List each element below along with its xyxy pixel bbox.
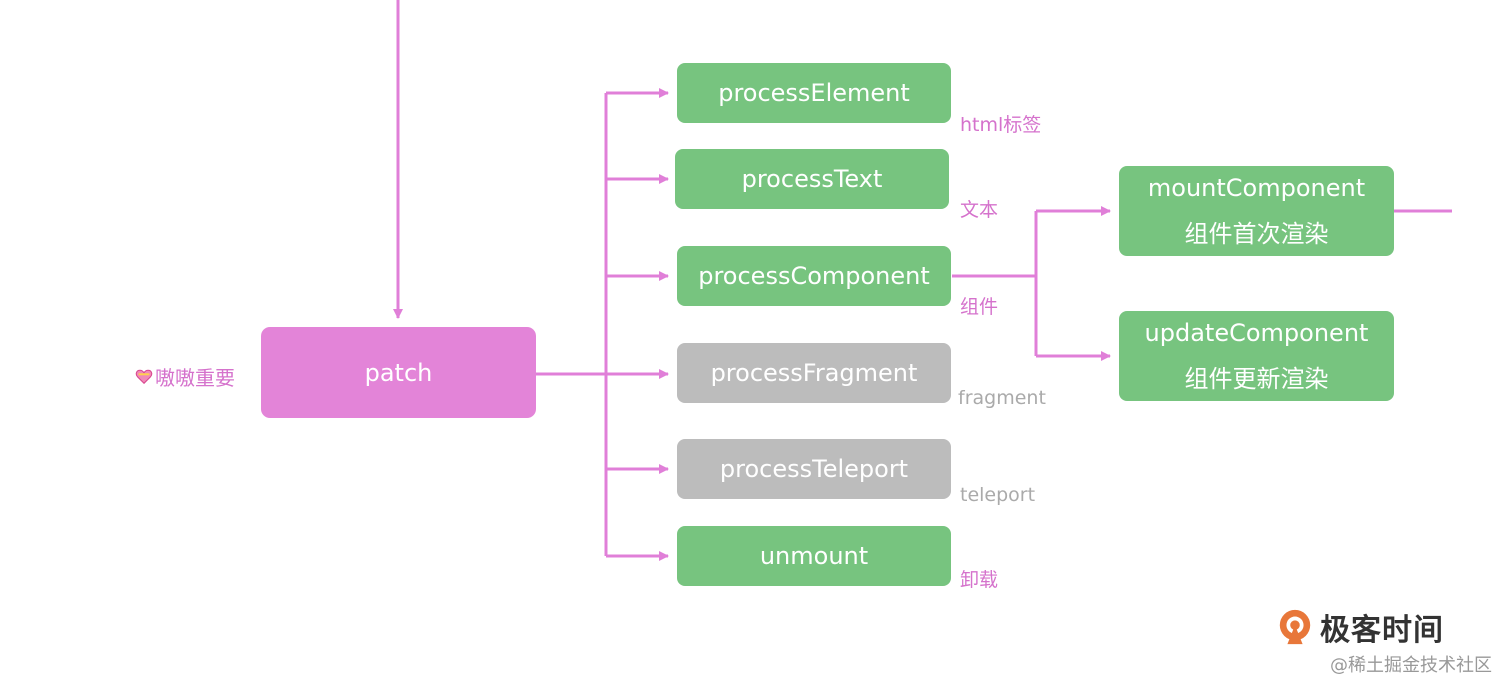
important-note-text: 嗷嗷重要: [155, 366, 235, 390]
logo-mark-icon: [1279, 609, 1311, 645]
important-note: 嗷嗷重要: [135, 362, 235, 391]
process-component-note: 组件: [960, 296, 999, 318]
process-fragment-label: processFragment: [710, 359, 918, 387]
process-component-node: processComponent: [677, 246, 951, 306]
update-component-node: updateComponent 组件更新渲染: [1119, 311, 1394, 401]
patch-label: patch: [364, 358, 433, 387]
unmount-node: unmount: [677, 526, 951, 586]
mount-component-label: mountComponent: [1147, 174, 1366, 202]
logo-text: 极客时间: [1320, 613, 1444, 648]
process-teleport-node: processTeleport: [677, 439, 951, 499]
process-element-node: processElement: [677, 63, 951, 123]
watermark-logo: 极客时间: [1276, 605, 1444, 649]
process-text-note: 文本: [960, 199, 999, 221]
process-element-label: processElement: [718, 79, 910, 107]
unmount-label: unmount: [759, 542, 869, 570]
heart-icon: [135, 369, 153, 384]
process-teleport-label: processTeleport: [719, 455, 909, 483]
process-element-note: html标签: [960, 114, 1042, 136]
process-fragment-node: processFragment: [677, 343, 951, 403]
process-component-label: processComponent: [698, 262, 930, 290]
process-fragment-note: fragment: [958, 387, 1046, 409]
update-component-desc: 组件更新渲染: [1184, 365, 1329, 393]
process-text-label: processText: [741, 165, 883, 193]
mount-component-node: mountComponent 组件首次渲染: [1119, 166, 1394, 256]
process-teleport-note: teleport: [960, 484, 1036, 506]
update-component-label: updateComponent: [1144, 319, 1369, 347]
mount-component-desc: 组件首次渲染: [1184, 220, 1329, 248]
unmount-note: 卸载: [960, 569, 999, 591]
patch-node: patch: [261, 327, 536, 418]
process-text-node: processText: [675, 149, 949, 209]
credit-text: @稀土掘金技术社区: [1330, 655, 1492, 676]
